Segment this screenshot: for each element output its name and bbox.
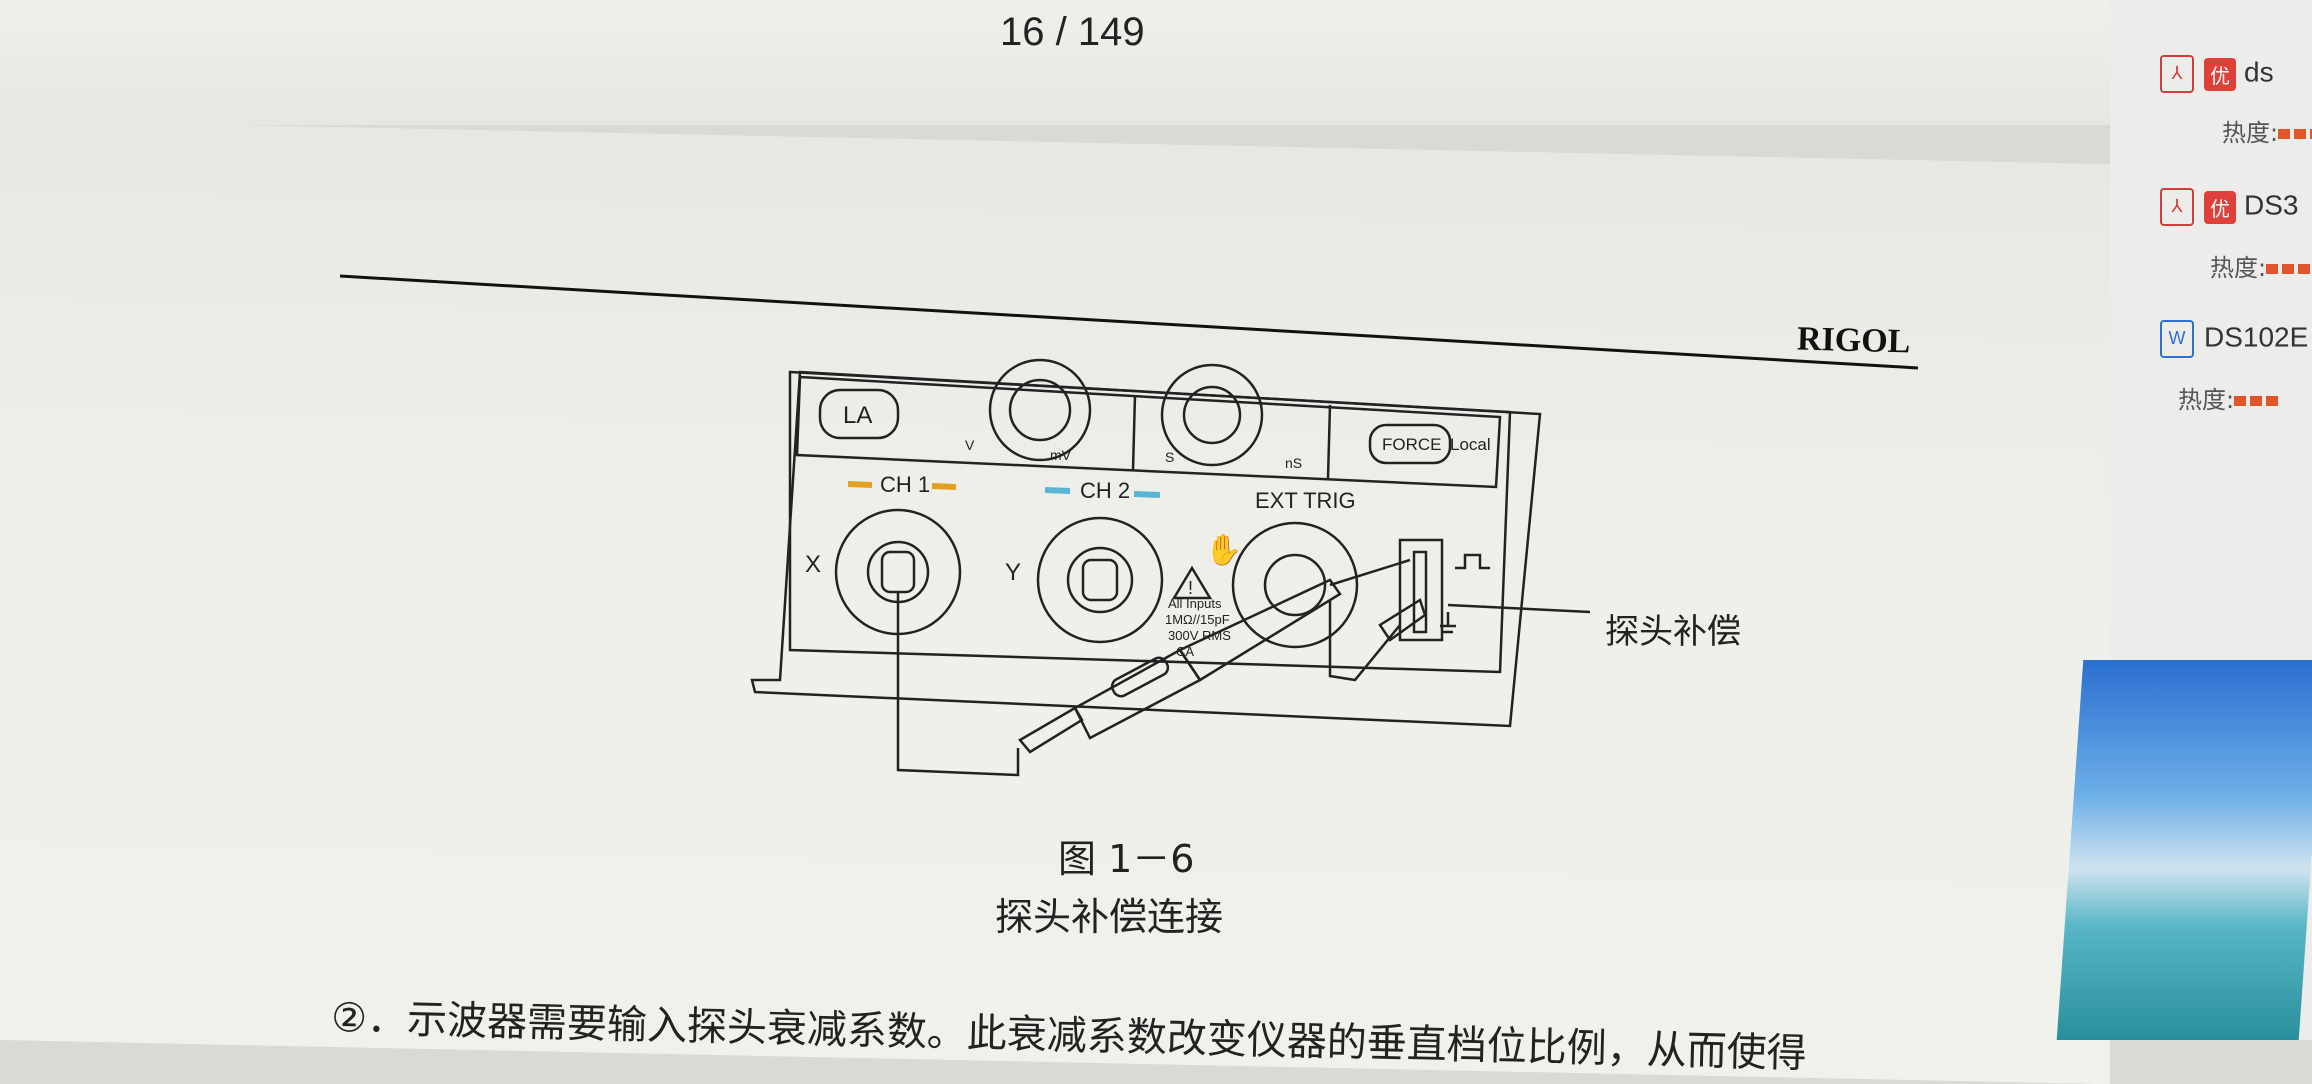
figure-subtitle: 探头补偿连接 (995, 895, 1224, 939)
heat-indicator: 热度: (2222, 113, 2312, 148)
premium-badge: 优 (2204, 57, 2236, 91)
heat-label: 热度: (2222, 119, 2279, 147)
word-doc-icon: W (2160, 320, 2194, 358)
warning-line-2: 1MΩ//15pF (1165, 612, 1230, 627)
knob2-right-label: nS (1285, 455, 1302, 471)
sidebar-item-title: DS3 (2244, 189, 2299, 221)
knob1-right-label: mV (1050, 447, 1072, 463)
heat-label: 热度: (2210, 254, 2267, 282)
heat-indicator: 热度: (2178, 380, 2281, 415)
x-label: X (805, 551, 821, 578)
knob2-left-label: S (1165, 449, 1174, 465)
viewer-toolbar (0, 0, 2110, 125)
heat-bar (2234, 396, 2281, 406)
probe-comp-terminal (1398, 538, 1444, 642)
premium-badge: 优 (2204, 190, 2236, 224)
y-label: Y (1005, 559, 1021, 586)
sidebar-item-title: ds (2244, 56, 2274, 88)
oscilloscope-panel-diagram: ! ✋ LA FORCE Local CH 1 CH 2 EXT TRIG X … (750, 358, 1591, 777)
warning-icon (1171, 565, 1213, 600)
svg-text:!: ! (1188, 578, 1193, 598)
warning-line-3: 300V RMS (1168, 628, 1231, 643)
pdf-icon: ⅄ (2160, 55, 2194, 93)
figure-title: 图 1－6 (1058, 837, 1195, 881)
heat-indicator: 热度: (2210, 248, 2312, 283)
la-label: LA (843, 402, 872, 429)
sidebar-item-3[interactable]: W DS102E (2160, 320, 2308, 358)
heat-bar (2266, 264, 2312, 274)
local-label: Local (1450, 435, 1491, 454)
warning-line-1: All Inputs (1168, 596, 1222, 611)
pdf-icon: ⅄ (2160, 188, 2194, 226)
force-button (1368, 423, 1452, 465)
knob1-left-label: V (965, 437, 975, 453)
heat-label: 热度: (2178, 386, 2235, 414)
callout-label: 探头补偿 (1605, 612, 1741, 652)
page-indicator: 16 / 149 (1000, 10, 1145, 54)
warning-line-4: CA (1176, 644, 1194, 659)
advertisement-photo[interactable] (2056, 660, 2312, 1040)
ch1-label: CH 1 (880, 472, 930, 497)
ch2-connector (1036, 516, 1164, 644)
force-label: FORCE (1382, 435, 1442, 454)
sidebar-item-title: DS102E (2204, 321, 2309, 353)
ext-trig-connector (1231, 521, 1359, 649)
hand-icon: ✋ (1205, 532, 1242, 567)
la-button (818, 388, 900, 440)
ch2-label: CH 2 (1080, 478, 1130, 503)
heat-bar (2278, 129, 2312, 139)
ext-trig-label: EXT TRIG (1255, 488, 1356, 513)
